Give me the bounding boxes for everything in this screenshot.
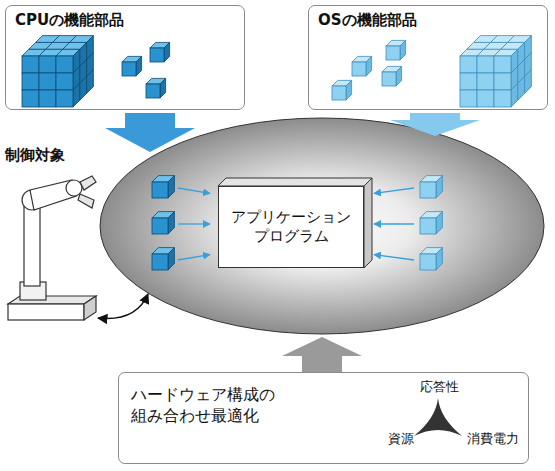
- tradeoff-symbol: [414, 398, 462, 436]
- criterion-label: 消費電力: [467, 431, 519, 448]
- flow-arrow: [282, 337, 362, 372]
- box-text: OSの機能部品: [318, 11, 417, 31]
- optimization-box: ハードウェア構成の 組み合わせ最適化 応答性資源 消費電力: [118, 372, 529, 464]
- control-arrow: [98, 294, 148, 319]
- flow-arrow: [390, 113, 480, 136]
- criterion-label: 応答性: [420, 379, 459, 396]
- application-ellipse: [100, 118, 544, 334]
- cpu-parts-box: CPUの機能部品: [5, 5, 245, 110]
- box-text: アプリケーション プログラム: [228, 208, 354, 247]
- object-label: 制御対象: [5, 146, 65, 165]
- box-text: CPUの機能部品: [15, 11, 124, 31]
- os-parts-box: OSの機能部品: [308, 5, 548, 110]
- robot-arm: [8, 176, 96, 320]
- application-box: アプリケーション プログラム: [218, 186, 364, 268]
- criterion-label: 資源: [388, 431, 414, 448]
- box-depth: [364, 178, 372, 268]
- box-depth: [218, 178, 372, 186]
- cpu-parts-icon: [22, 36, 170, 107]
- box-text: ハードウェア構成の 組み合わせ最適化: [131, 385, 285, 427]
- os-parts-icon: [332, 36, 531, 107]
- component-cubes: [152, 176, 442, 270]
- flow-arrow: [105, 113, 195, 152]
